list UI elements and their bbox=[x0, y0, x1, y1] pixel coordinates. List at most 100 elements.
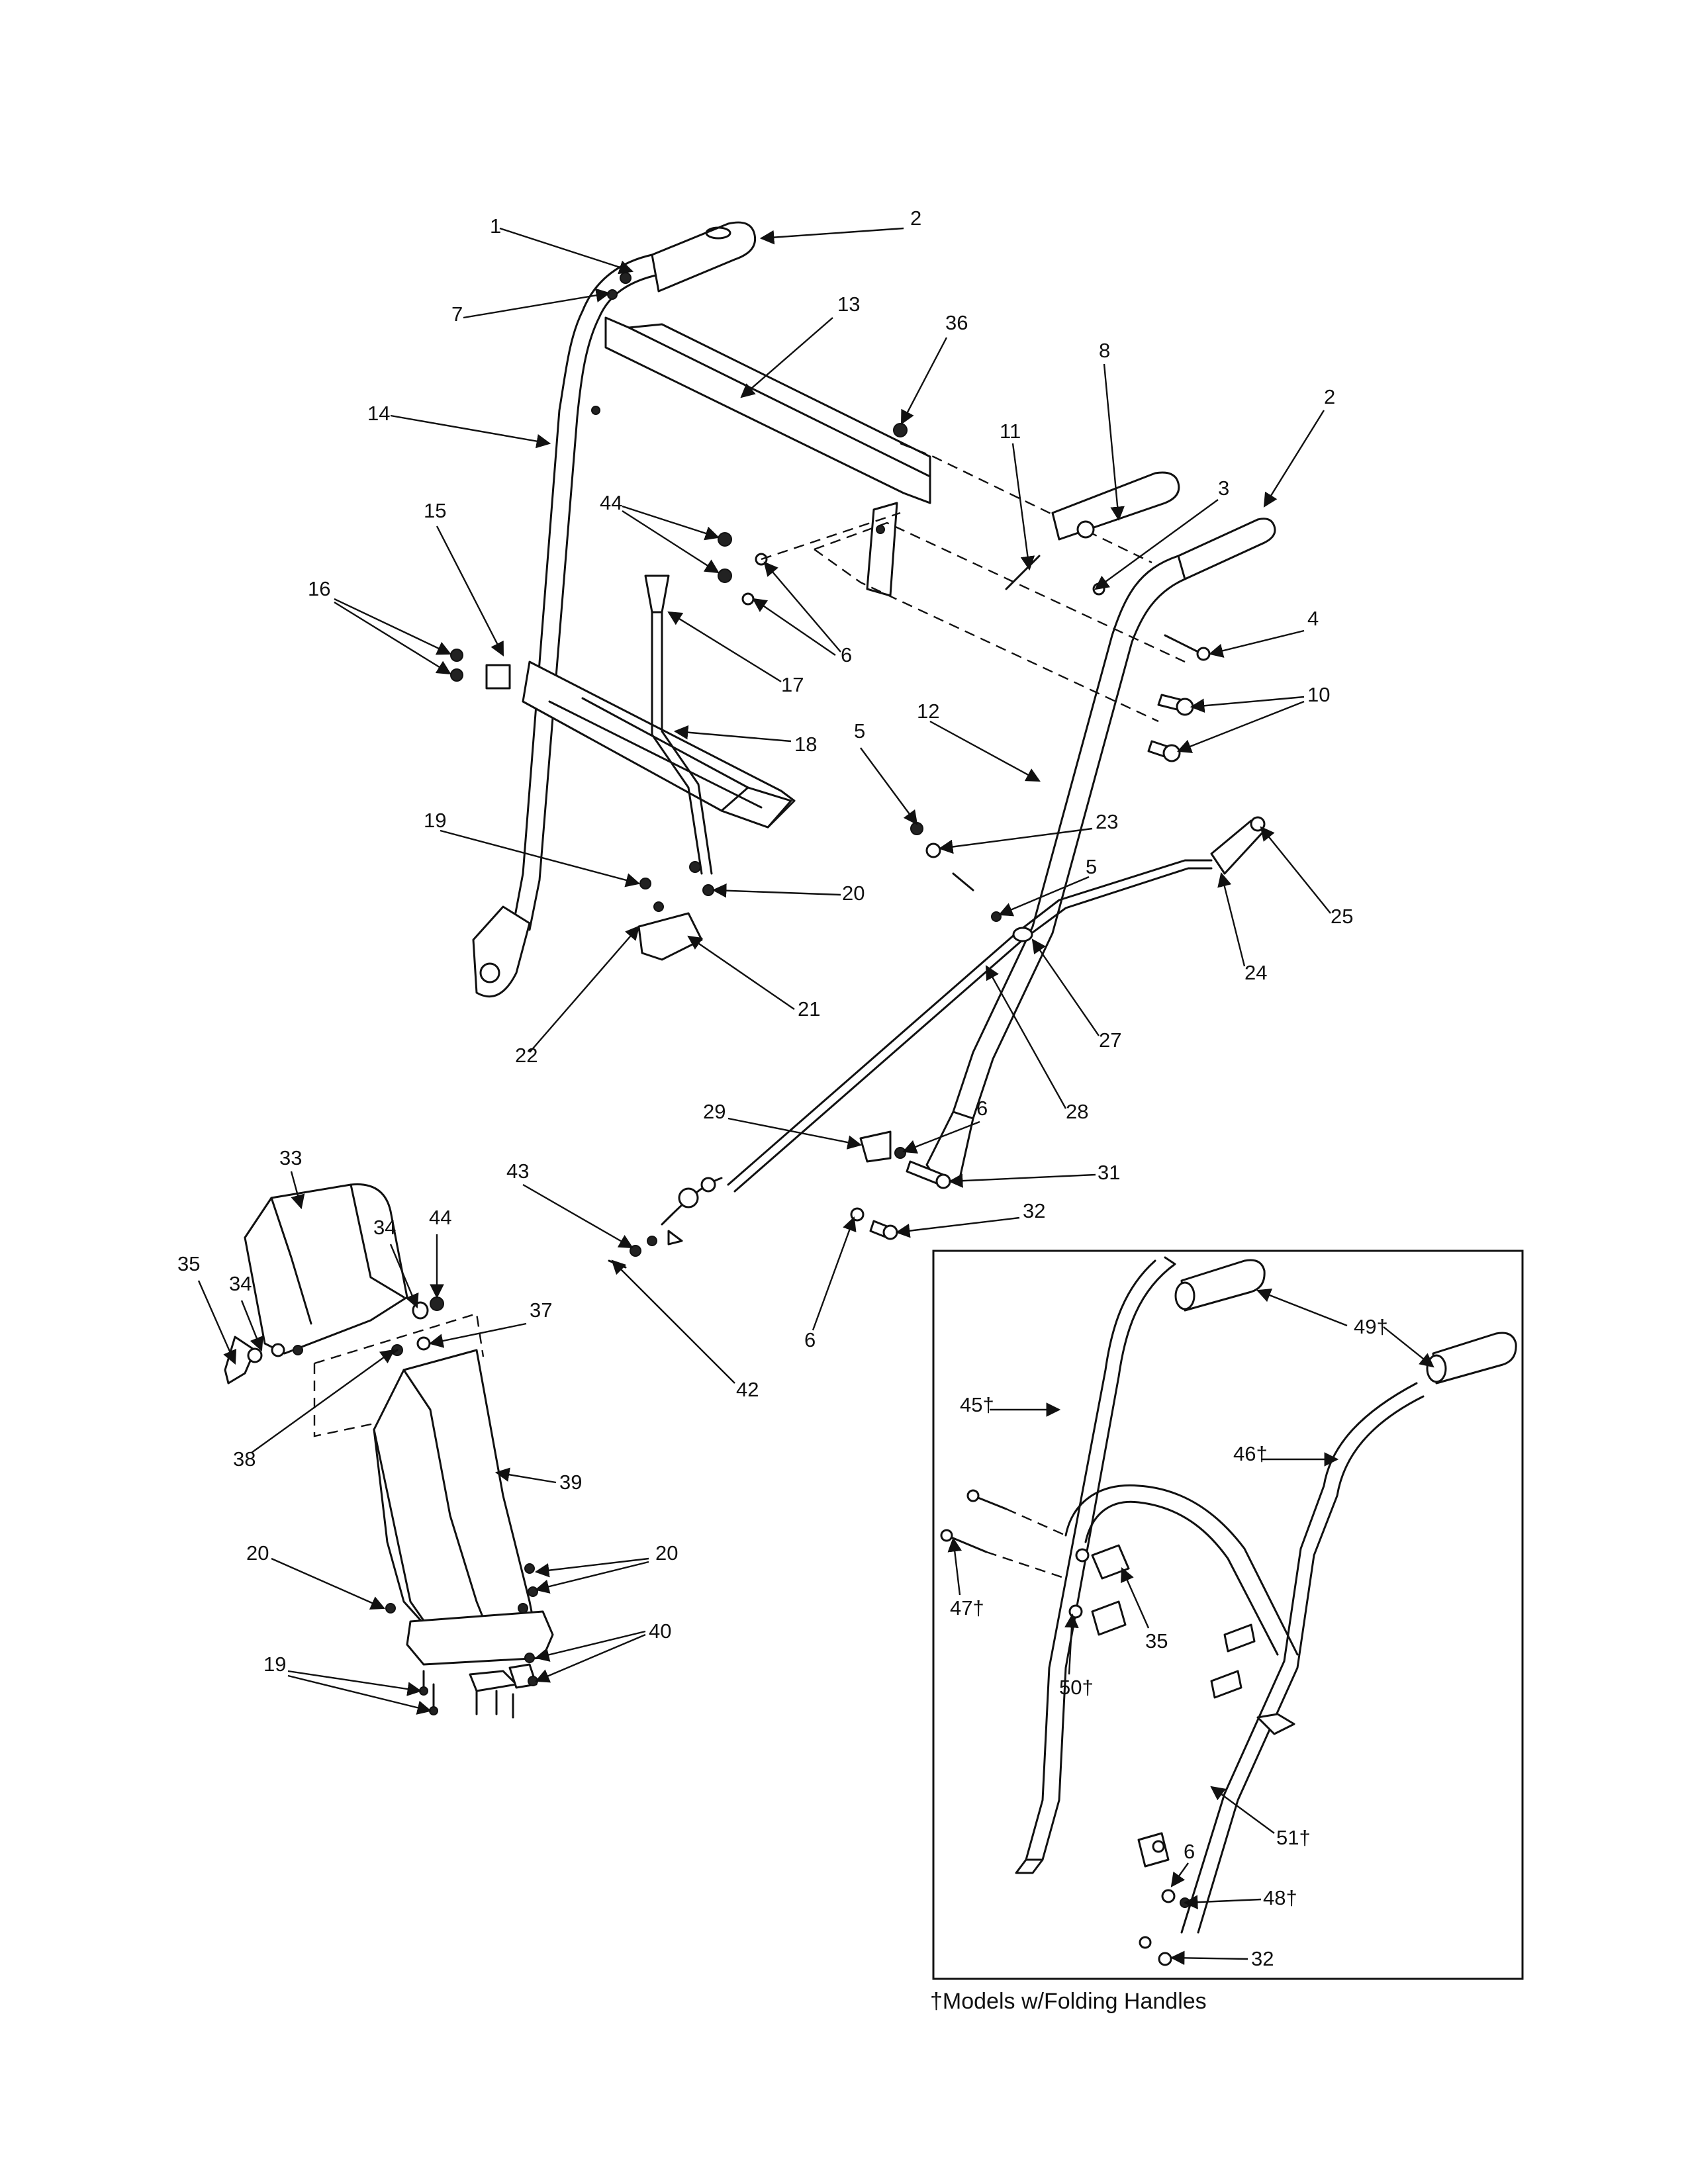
main-callout-9: 14 bbox=[367, 402, 390, 425]
main-leader-15 bbox=[673, 725, 792, 743]
main-leader-10 bbox=[622, 510, 720, 574]
main-leader-7 bbox=[1094, 499, 1219, 590]
main-leader-24 bbox=[440, 829, 641, 887]
main-leader-47 bbox=[534, 1630, 646, 1662]
main-leader-33 bbox=[522, 1183, 633, 1249]
main-leader-35 bbox=[812, 1216, 857, 1331]
main-leader-6 bbox=[1011, 443, 1035, 571]
upper-handle-left bbox=[450, 221, 931, 998]
main-leader-26 bbox=[687, 935, 795, 1010]
main-leader-19 bbox=[860, 747, 918, 825]
main-leader-46 bbox=[534, 1561, 649, 1594]
main-callout-37: 33 bbox=[279, 1146, 302, 1169]
inset-caption: †Models w/Folding Handles bbox=[930, 1989, 1207, 2014]
main-leader-13 bbox=[334, 598, 451, 655]
main-callout-21: 5 bbox=[1086, 855, 1097, 878]
main-callout-34: 32 bbox=[1023, 1199, 1045, 1222]
main-callout-29: 28 bbox=[1066, 1100, 1088, 1123]
main-callout-18: 12 bbox=[917, 700, 939, 723]
inset-leader-5 bbox=[1064, 1613, 1079, 1675]
main-leader-0 bbox=[499, 227, 634, 275]
inset-leader-0 bbox=[1256, 1289, 1348, 1327]
main-leader-37 bbox=[290, 1171, 305, 1210]
main-leader-21 bbox=[998, 876, 1090, 917]
main-callout-0: 1 bbox=[490, 214, 501, 238]
main-callout-40: 35 bbox=[177, 1252, 200, 1275]
inset-leader-7 bbox=[1170, 1862, 1189, 1888]
main-leader-3 bbox=[740, 317, 833, 398]
main-callout-42: 37 bbox=[530, 1298, 552, 1322]
inset-callout-3: 47† bbox=[950, 1596, 984, 1619]
main-leader-22 bbox=[1260, 826, 1331, 914]
main-leader-30 bbox=[727, 1117, 863, 1150]
main-leader-14 bbox=[667, 611, 782, 683]
inset-callout-9: 32 bbox=[1251, 1947, 1274, 1970]
inset-callout-2: 46† bbox=[1233, 1442, 1268, 1465]
main-callout-6: 11 bbox=[1000, 420, 1021, 443]
inset-callout-7: 6 bbox=[1184, 1840, 1195, 1863]
main-callout-48: 19 bbox=[263, 1653, 286, 1676]
main-callout-28: 27 bbox=[1099, 1028, 1121, 1052]
main-leader-18 bbox=[929, 720, 1041, 782]
main-callout-32: 31 bbox=[1098, 1161, 1120, 1184]
inset-leader-9 bbox=[1170, 1950, 1248, 1966]
main-callout-25: 20 bbox=[842, 882, 865, 905]
main-callout-39: 44 bbox=[429, 1206, 451, 1229]
inset-leader-3 bbox=[947, 1537, 962, 1596]
main-leader-40 bbox=[197, 1280, 237, 1365]
main-leader-17 bbox=[1190, 696, 1305, 713]
main-callout-46: 20 bbox=[655, 1541, 678, 1565]
main-leader-23 bbox=[1217, 872, 1246, 967]
main-leader-46 bbox=[534, 1557, 649, 1578]
chute-assembly bbox=[224, 1183, 554, 1719]
inset-callout-8: 48† bbox=[1263, 1886, 1297, 1909]
main-leader-25 bbox=[712, 883, 841, 898]
main-leader-41 bbox=[240, 1300, 263, 1352]
main-callout-31: 6 bbox=[976, 1097, 988, 1120]
main-leader-5 bbox=[1103, 363, 1125, 522]
main-callout-36: 42 bbox=[736, 1378, 759, 1401]
inset-leader-4 bbox=[1121, 1567, 1150, 1629]
leader-lines bbox=[197, 227, 1434, 1966]
main-callout-4: 36 bbox=[945, 311, 968, 334]
main-callout-8: 2 bbox=[1324, 385, 1335, 408]
main-callout-5: 8 bbox=[1099, 339, 1110, 362]
main-callout-38: 34 bbox=[373, 1216, 396, 1239]
main-leader-11 bbox=[763, 561, 841, 653]
main-leader-10 bbox=[622, 505, 720, 541]
main-callout-2: 7 bbox=[451, 302, 463, 326]
main-callout-15: 18 bbox=[794, 733, 817, 756]
main-callout-30: 29 bbox=[703, 1100, 726, 1123]
main-callout-10: 44 bbox=[600, 491, 622, 514]
inset-callout-5: 50† bbox=[1059, 1676, 1094, 1699]
main-callout-27: 22 bbox=[515, 1044, 538, 1067]
main-leader-28 bbox=[1031, 938, 1100, 1036]
main-leader-43 bbox=[251, 1349, 395, 1453]
main-callout-3: 13 bbox=[837, 293, 860, 316]
main-callout-17: 10 bbox=[1307, 683, 1330, 706]
main-callout-19: 5 bbox=[854, 719, 865, 743]
main-callout-1: 2 bbox=[910, 206, 921, 230]
main-leader-16 bbox=[1208, 629, 1305, 658]
inset-callout-0: 49† bbox=[1354, 1315, 1388, 1338]
main-callout-44: 39 bbox=[559, 1471, 582, 1494]
main-callout-23: 24 bbox=[1244, 961, 1267, 984]
main-callout-43: 38 bbox=[233, 1447, 256, 1471]
main-callout-22: 25 bbox=[1331, 905, 1353, 928]
main-callout-45: 20 bbox=[246, 1541, 269, 1565]
main-leader-48 bbox=[287, 1670, 422, 1696]
main-leader-31 bbox=[902, 1120, 980, 1154]
main-callout-13: 16 bbox=[308, 577, 330, 600]
main-callout-11: 6 bbox=[841, 643, 852, 666]
main-callout-12: 15 bbox=[424, 499, 446, 522]
inset-leader-6 bbox=[1210, 1786, 1275, 1834]
inset-leader-8 bbox=[1183, 1895, 1262, 1909]
main-leader-13 bbox=[334, 601, 451, 675]
inset-callout-4: 35 bbox=[1145, 1629, 1168, 1653]
main-callout-35: 6 bbox=[804, 1328, 816, 1351]
main-leader-17 bbox=[1176, 700, 1305, 753]
main-leader-32 bbox=[948, 1173, 1096, 1188]
main-callout-26: 21 bbox=[798, 997, 820, 1021]
